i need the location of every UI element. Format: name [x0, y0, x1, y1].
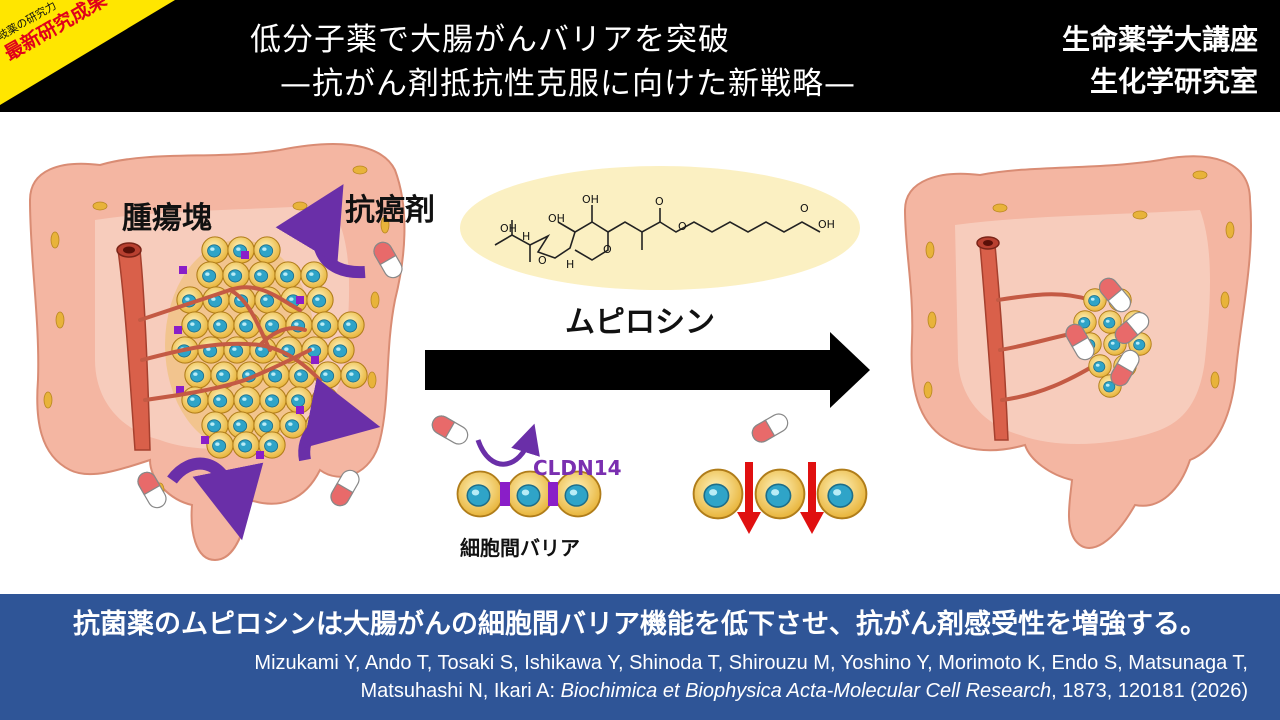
tumor-cell	[1088, 354, 1112, 378]
claudin-junction	[241, 251, 249, 259]
citation-journal: Biochimica et Biophysica Acta-Molecular …	[560, 680, 1052, 702]
tumor-cell	[232, 431, 260, 459]
barrier-intact-schematic: CLDN14 細胞間バリア	[428, 412, 622, 560]
tumor-cell	[327, 336, 355, 364]
citation-volume: , 1873, 120181 (2026)	[1051, 680, 1248, 702]
tumor-cell	[222, 261, 250, 289]
tumor-cell	[311, 386, 339, 414]
structure-atom: H	[522, 230, 530, 243]
tumor-cell	[196, 261, 224, 289]
claudin-junction	[296, 406, 304, 414]
claudin-junction	[311, 356, 319, 364]
diagram-canvas: 腫瘍塊 抗癌剤 OH H O OH OH H O O	[28, 143, 1253, 562]
tumor-cell	[754, 468, 806, 520]
mupirocin-structure: OH H O OH OH H O O O OH O	[460, 166, 860, 290]
mupirocin-label: ムピロシン	[565, 305, 715, 340]
citation-authors: Matsuhashi N, Ikari A:	[360, 680, 561, 702]
structure-atom: OH	[548, 212, 565, 225]
citation-line-1: Mizukami Y, Ando T, Tosaki S, Ishikawa Y…	[254, 652, 1248, 674]
tumor-cell	[340, 361, 368, 389]
barrier-label: 細胞間バリア	[460, 536, 580, 560]
barrier-broken-schematic	[692, 410, 868, 534]
tumor-cell	[300, 261, 328, 289]
claudin-junction	[256, 451, 264, 459]
structure-atom: OH	[582, 193, 599, 206]
capsule-icon	[748, 410, 792, 446]
tumor-cell	[227, 236, 255, 264]
cldn14-label: CLDN14	[533, 456, 622, 480]
tumor-cell	[456, 470, 504, 518]
tumor-cell	[311, 311, 339, 339]
structure-atom: O	[678, 220, 687, 233]
tumor-cell	[285, 311, 313, 339]
deflect-arrows-left	[167, 184, 381, 541]
claudin-junction	[174, 326, 182, 334]
structure-atom: OH	[500, 222, 517, 235]
blood-vessel-left	[116, 242, 322, 451]
tumor-cell	[274, 261, 302, 289]
header-bar: 岐薬の研究力 最新研究成果 低分子薬で大腸がんバリアを突破 —抗がん剤抵抗性克服…	[0, 0, 1280, 112]
tumor-cell	[201, 236, 229, 264]
lab-name-line-1: 生命薬学大講座	[1061, 23, 1258, 56]
tumor-label: 腫瘍塊	[122, 201, 212, 236]
structure-atom: O	[603, 243, 612, 256]
capsule-icon	[428, 412, 472, 448]
structure-atom: O	[538, 254, 547, 267]
tumor-cell	[314, 361, 342, 389]
title-line-2: —抗がん剤抵抗性克服に向けた新戦略—	[280, 66, 856, 102]
structure-atom: O	[655, 195, 664, 208]
anticancer-drug-label: 抗癌剤	[345, 193, 435, 228]
tumor-cell	[206, 431, 234, 459]
tumor-cell	[248, 261, 276, 289]
structure-atom: O	[800, 202, 809, 215]
claudin-junction	[296, 296, 304, 304]
tumor-cell	[181, 311, 209, 339]
colon-right	[903, 155, 1253, 549]
summary-text: 抗菌薬のムピロシンは大腸がんの細胞間バリア機能を低下させ、抗がん剤感受性を増強す…	[73, 609, 1207, 640]
claudin-junction	[176, 386, 184, 394]
title-line-1: 低分子薬で大腸がんバリアを突破	[250, 22, 730, 58]
tumor-cell	[184, 361, 212, 389]
claudin-junction	[179, 266, 187, 274]
tumor-cell	[197, 336, 225, 364]
tumor-cell	[816, 468, 868, 520]
citation-line-2: Matsuhashi N, Ikari A: Biochimica et Bio…	[361, 680, 1248, 703]
tumor-cell	[279, 411, 307, 439]
tumor-cell	[306, 286, 334, 314]
structure-atom: OH	[818, 218, 835, 231]
lab-name-line-2: 生化学研究室	[1089, 65, 1258, 98]
treatment-arrow	[425, 332, 870, 408]
tumor-cell	[692, 468, 744, 520]
tumor-cell	[223, 336, 251, 364]
tumor-cell	[253, 236, 281, 264]
tumor-cell	[337, 311, 365, 339]
structure-atom: H	[566, 258, 574, 271]
tumor-cell	[259, 386, 287, 414]
footer-panel: 抗菌薬のムピロシンは大腸がんの細胞間バリア機能を低下させ、抗がん剤感受性を増強す…	[0, 594, 1280, 720]
research-badge: 岐薬の研究力 最新研究成果	[0, 0, 175, 105]
claudin-junction	[201, 436, 209, 444]
tumor-cell	[207, 311, 235, 339]
tumor-cell	[233, 386, 261, 414]
